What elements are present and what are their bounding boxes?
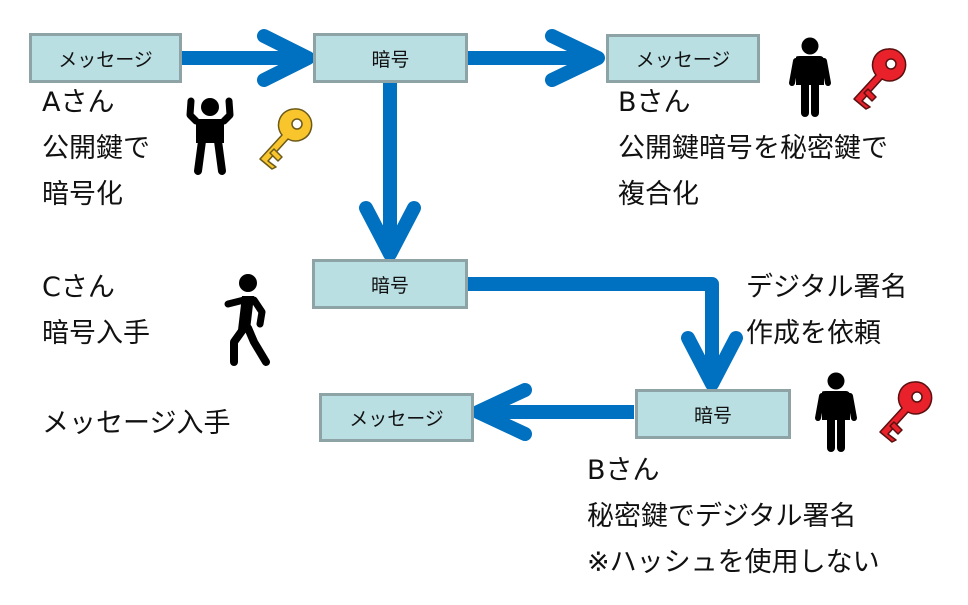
person-flexing-icon [186,97,234,175]
person-c-action: 暗号入手 [42,318,150,349]
person-a-name: Aさん [42,87,115,118]
person-a-action-1: 公開鍵で [42,133,150,164]
message-box-c-label: メッセージ [349,408,444,430]
private-key-icon-bottom [879,381,933,443]
arrow-cipher-to-b [468,29,605,87]
person-standing-icon [789,37,831,117]
arrow-cipher-down [359,82,421,261]
signature-request-line-1: デジタル署名 [746,272,908,303]
message-box-b-label: メッセージ [635,49,731,71]
public-key-icon [259,108,313,170]
person-c-name: Cさん [42,272,115,303]
message-box-b: メッセージ [606,34,760,83]
cipher-box-signed-label: 暗号 [693,404,732,427]
signature-request: デジタル署名 作成を依頼 [746,265,907,357]
person-b-bottom-description: Bさん 秘密鍵でデジタル署名 ※ハッシュを使用しない [587,448,880,586]
signature-request-line-2: 作成を依頼 [746,318,881,349]
person-a-description: Aさん 公開鍵で 暗号化 [42,80,150,218]
arrow-cipher-to-signature [468,277,743,391]
person-walking-icon [224,274,270,366]
person-b-top-action-1: 公開鍵暗号を秘密鍵で [618,133,888,164]
c-message-obtained: メッセージ入手 [42,401,230,447]
cipher-box-mid: 暗号 [312,259,468,309]
arrow-signed-to-c [471,383,634,441]
person-standing-icon-bottom [815,372,857,452]
private-key-icon [853,48,907,110]
person-b-bottom-name: Bさん [587,455,660,486]
person-a-action-2: 暗号化 [42,179,123,210]
person-b-bottom-action-1: 秘密鍵でデジタル署名 [587,501,857,532]
cipher-box-mid-label: 暗号 [370,274,409,297]
cipher-box-signed: 暗号 [635,389,791,439]
person-b-bottom-action-2: ※ハッシュを使用しない [587,547,880,578]
person-b-top-name: Bさん [618,87,691,118]
message-box-c: メッセージ [319,393,474,442]
message-box-a-label: メッセージ [58,48,153,71]
cipher-box-top-label: 暗号 [371,48,410,71]
cipher-box-top: 暗号 [313,33,468,83]
arrow-a-to-cipher [182,29,315,87]
person-c-description: Cさん 暗号入手 [42,265,150,357]
person-b-top-action-2: 複合化 [618,179,699,210]
person-b-top-description: Bさん 公開鍵暗号を秘密鍵で 複合化 [618,80,888,218]
c-message-obtained-text: メッセージ入手 [42,408,231,439]
message-box-a: メッセージ [29,33,182,83]
